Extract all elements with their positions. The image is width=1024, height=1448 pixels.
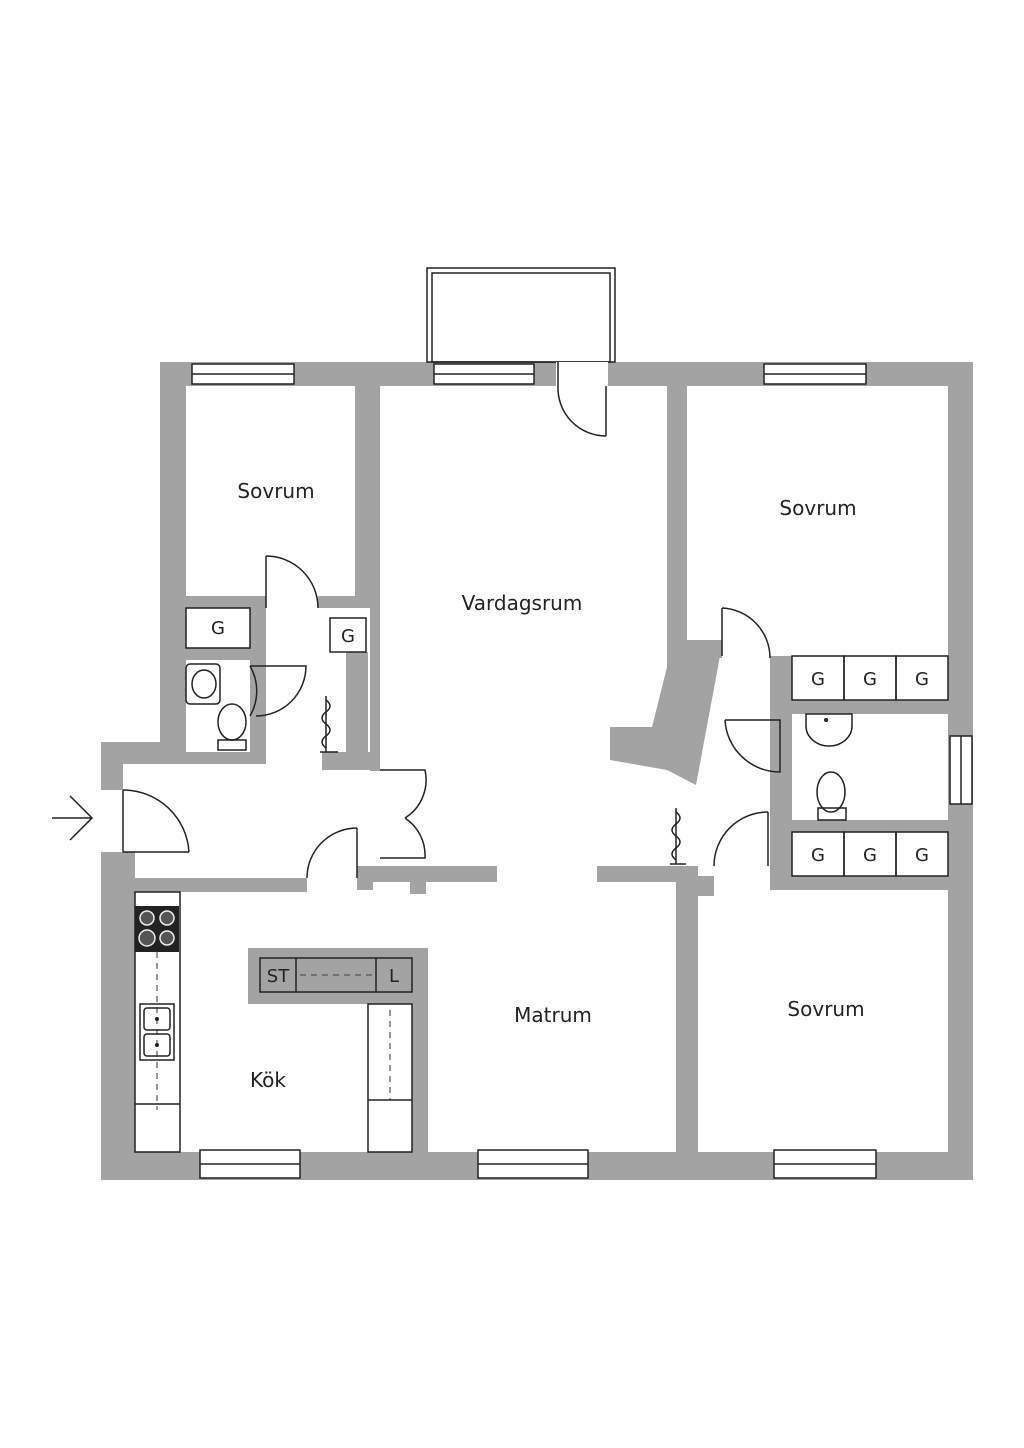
radiator-left-icon [320, 696, 338, 753]
room-label-kitchen: Kök [250, 1068, 286, 1092]
closet-left-1-label: G [211, 618, 225, 639]
closet-left-2 [329, 617, 367, 653]
kitchen-sink-icon [139, 1003, 175, 1061]
closet-right-top-3-label: G [915, 669, 929, 690]
room-label-bedroom-bottom-right: Sovrum [787, 997, 864, 1021]
room-label-dining-room: Matrum [514, 1003, 592, 1027]
entrance-arrow-icon [52, 795, 94, 841]
stove-icon [135, 906, 179, 952]
closet-left-1 [185, 607, 251, 649]
doors [101, 362, 781, 879]
room-label-bedroom-top-left: Sovrum [237, 479, 314, 503]
closet-right-bottom-1-label: G [811, 845, 825, 866]
sink-right-icon [805, 713, 853, 747]
toilet-left-icon [217, 703, 247, 751]
room-label-living-room: Vardagsrum [462, 591, 583, 615]
walls [101, 362, 973, 1180]
windows [191, 363, 973, 1179]
radiator-right-icon [670, 808, 686, 865]
stove-unit-label: ST [267, 966, 290, 987]
toilet-right-icon [816, 771, 847, 821]
closet-right-top-2-label: G [863, 669, 877, 690]
closets: G G G G G G G G [185, 607, 949, 877]
l-unit-label: L [389, 966, 399, 987]
radiators [320, 696, 686, 865]
balcony [426, 267, 616, 363]
closet-left-2-label: G [341, 626, 355, 647]
kitchen-fixtures: ST L [134, 891, 413, 1153]
room-label-bedroom-top-right: Sovrum [779, 496, 856, 520]
sink-left-icon [185, 663, 221, 705]
closet-right-bottom-2-label: G [863, 845, 877, 866]
closet-right-top-1-label: G [811, 669, 825, 690]
room-labels: Sovrum Vardagsrum Sovrum Matrum Kök Sovr… [237, 479, 864, 1092]
bathroom-fixtures [185, 663, 853, 821]
closet-right-bottom-3-label: G [915, 845, 929, 866]
